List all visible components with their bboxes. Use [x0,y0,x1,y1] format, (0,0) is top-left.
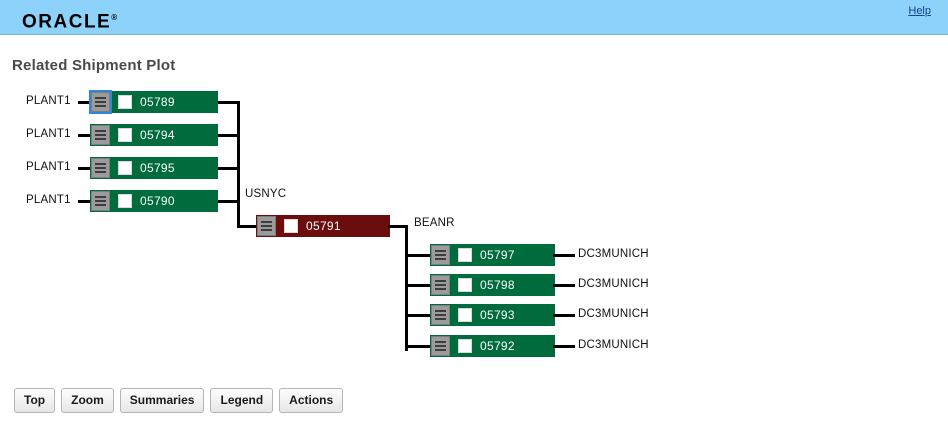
destination-node-label-2: DC3MUNICH [578,278,649,290]
shipment-menu-icon[interactable] [89,90,112,114]
shipment-bar-05790[interactable]: 05790 [90,190,218,212]
plot-toolbar: Top Zoom Summaries Legend Actions [14,388,344,413]
shipment-menu-icon[interactable] [257,216,276,236]
shipment-menu-icon[interactable] [431,336,450,356]
source-node-label-4: PLANT1 [26,194,71,206]
shipment-id-label: 05793 [480,308,515,322]
connector-trunk-to-outbound-2 [405,284,431,287]
connector-outbound-to-destination-2 [553,284,575,287]
shipment-checkbox[interactable] [458,248,472,262]
shipment-checkbox[interactable] [458,278,472,292]
connector-outbound-to-destination-4 [553,345,575,348]
shipment-menu-icon[interactable] [91,191,110,211]
connector-trunk-to-outbound-4 [405,345,431,348]
shipment-menu-icon[interactable] [431,275,450,295]
hub-label-usnyc: USNYC [245,188,287,200]
shipment-menu-icon[interactable] [91,125,110,145]
connector-beanr-trunk [405,225,408,351]
shipment-checkbox[interactable] [118,128,132,142]
shipment-id-label: 05791 [306,219,341,233]
shipment-menu-icon[interactable] [431,245,450,265]
shipment-plot-canvas[interactable]: PLANT1 PLANT1 PLANT1 PLANT1 USNYC 05789 … [0,84,948,369]
shipment-id-label: 05790 [140,194,175,208]
shipment-checkbox[interactable] [118,161,132,175]
shipment-id-label: 05794 [140,128,175,142]
shipment-id-label: 05797 [480,248,515,262]
destination-node-label-4: DC3MUNICH [578,339,649,351]
shipment-checkbox[interactable] [118,95,132,109]
shipment-menu-icon[interactable] [91,158,110,178]
page-title: Related Shipment Plot [12,57,176,74]
connector-usnyc-to-ocean [237,225,259,228]
shipment-id-label: 05798 [480,278,515,292]
connector-source-stub-1 [78,101,92,104]
shipment-bar-05789[interactable]: 05789 [89,90,218,114]
shipment-id-label: 05789 [140,95,175,109]
source-node-label-2: PLANT1 [26,128,71,140]
shipment-id-label: 05792 [480,339,515,353]
actions-button[interactable]: Actions [279,388,344,413]
oracle-logo: ORACLE® [22,8,117,31]
shipment-id-label: 05795 [140,161,175,175]
shipment-checkbox[interactable] [458,308,472,322]
connector-trunk-to-outbound-1 [405,254,431,257]
connector-source-stub-4 [78,200,92,203]
connector-ocean-to-beanr [388,225,408,228]
source-node-label-1: PLANT1 [26,95,71,107]
summaries-button[interactable]: Summaries [119,388,205,413]
destination-node-label-1: DC3MUNICH [578,248,649,260]
connector-inbound-to-trunk-1 [216,101,240,104]
registered-trademark-icon: ® [111,13,118,22]
oracle-header-bar: ORACLE® Help [0,0,948,35]
connector-inbound-to-trunk-4 [216,200,240,203]
hub-label-beanr: BEANR [414,217,455,229]
connector-source-stub-3 [78,167,92,170]
connector-trunk-to-outbound-3 [405,314,431,317]
shipment-bar-05793[interactable]: 05793 [430,304,555,326]
shipment-bar-05798[interactable]: 05798 [430,274,555,296]
shipment-bar-05791[interactable]: 05791 [256,215,390,237]
destination-node-label-3: DC3MUNICH [578,308,649,320]
connector-usnyc-trunk [237,101,240,228]
help-link[interactable]: Help [908,5,931,17]
connector-inbound-to-trunk-2 [216,134,240,137]
shipment-bar-05797[interactable]: 05797 [430,244,555,266]
oracle-logo-text: ORACLE [22,11,112,33]
connector-source-stub-2 [78,134,92,137]
shipment-checkbox[interactable] [118,194,132,208]
source-node-label-3: PLANT1 [26,161,71,173]
shipment-checkbox[interactable] [284,219,298,233]
shipment-bar-05795[interactable]: 05795 [90,157,218,179]
top-button[interactable]: Top [14,388,56,413]
connector-outbound-to-destination-3 [553,314,575,317]
legend-button[interactable]: Legend [210,388,274,413]
shipment-checkbox[interactable] [458,339,472,353]
zoom-button[interactable]: Zoom [61,388,114,413]
connector-outbound-to-destination-1 [553,254,575,257]
shipment-menu-icon[interactable] [431,305,450,325]
shipment-bar-05792[interactable]: 05792 [430,335,555,357]
shipment-bar-05794[interactable]: 05794 [90,124,218,146]
connector-inbound-to-trunk-3 [216,167,240,170]
